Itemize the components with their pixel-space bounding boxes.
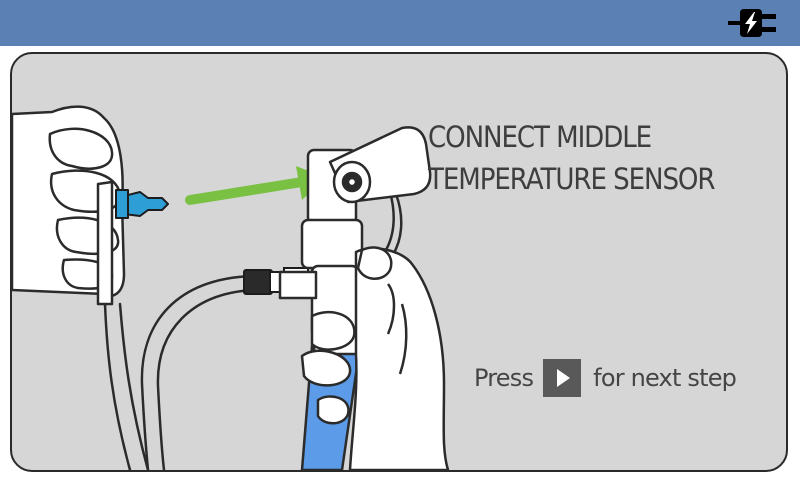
next-step-button[interactable] xyxy=(543,359,582,397)
play-icon xyxy=(557,369,571,387)
step-title: CONNECT MIDDLE TEMPERATURE SENSOR xyxy=(428,116,743,200)
next-step-instruction: Press for next step xyxy=(474,358,737,398)
step-title-line1: CONNECT MIDDLE xyxy=(428,120,652,154)
press-label: Press xyxy=(474,364,534,392)
status-bar xyxy=(0,0,800,46)
step-title-line2: TEMPERATURE SENSOR xyxy=(428,162,716,196)
instruction-panel: CONNECT MIDDLE TEMPERATURE SENSOR Press … xyxy=(10,52,788,472)
plug-power-icon xyxy=(728,9,776,37)
next-step-label: for next step xyxy=(593,364,737,392)
sensor-connection-illustration xyxy=(12,105,450,470)
